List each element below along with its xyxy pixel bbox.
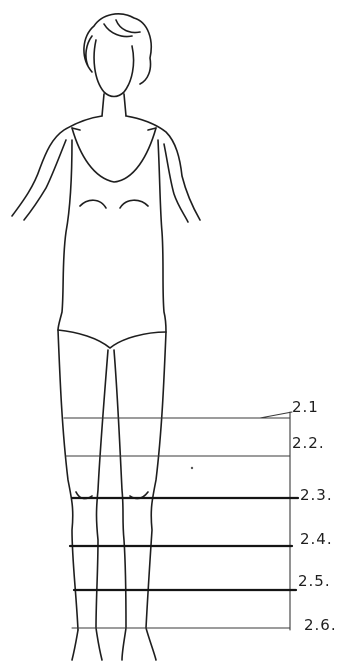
torso-right <box>158 140 166 332</box>
right-leg-outer <box>146 332 166 628</box>
left-arm-inner <box>24 140 66 220</box>
level-labels: 2.1 2.2. 2.3. 2.4. 2.5. 2.6. <box>292 398 337 634</box>
face-outline <box>94 40 134 97</box>
label-2-5: 2.5. <box>298 572 331 590</box>
left-foot <box>72 628 102 660</box>
left-leg-inner <box>96 350 108 628</box>
label-2-4: 2.4. <box>300 530 333 548</box>
label-2-1: 2.1 <box>292 398 319 416</box>
stray-dot <box>191 467 193 469</box>
neckline <box>72 128 156 182</box>
label-2-2: 2.2. <box>292 434 325 452</box>
bust-line <box>80 200 148 208</box>
leotard-bottom <box>58 330 166 348</box>
torso-left <box>58 140 72 330</box>
measurement-guides <box>64 412 298 630</box>
label-2-3: 2.3. <box>300 486 333 504</box>
label-2-6: 2.6. <box>304 616 337 634</box>
guide-2-1-pointer <box>260 412 292 418</box>
left-leg-outer <box>58 330 78 630</box>
right-leg-inner <box>114 350 126 628</box>
human-figure-sketch <box>12 14 200 660</box>
right-foot <box>122 628 156 660</box>
